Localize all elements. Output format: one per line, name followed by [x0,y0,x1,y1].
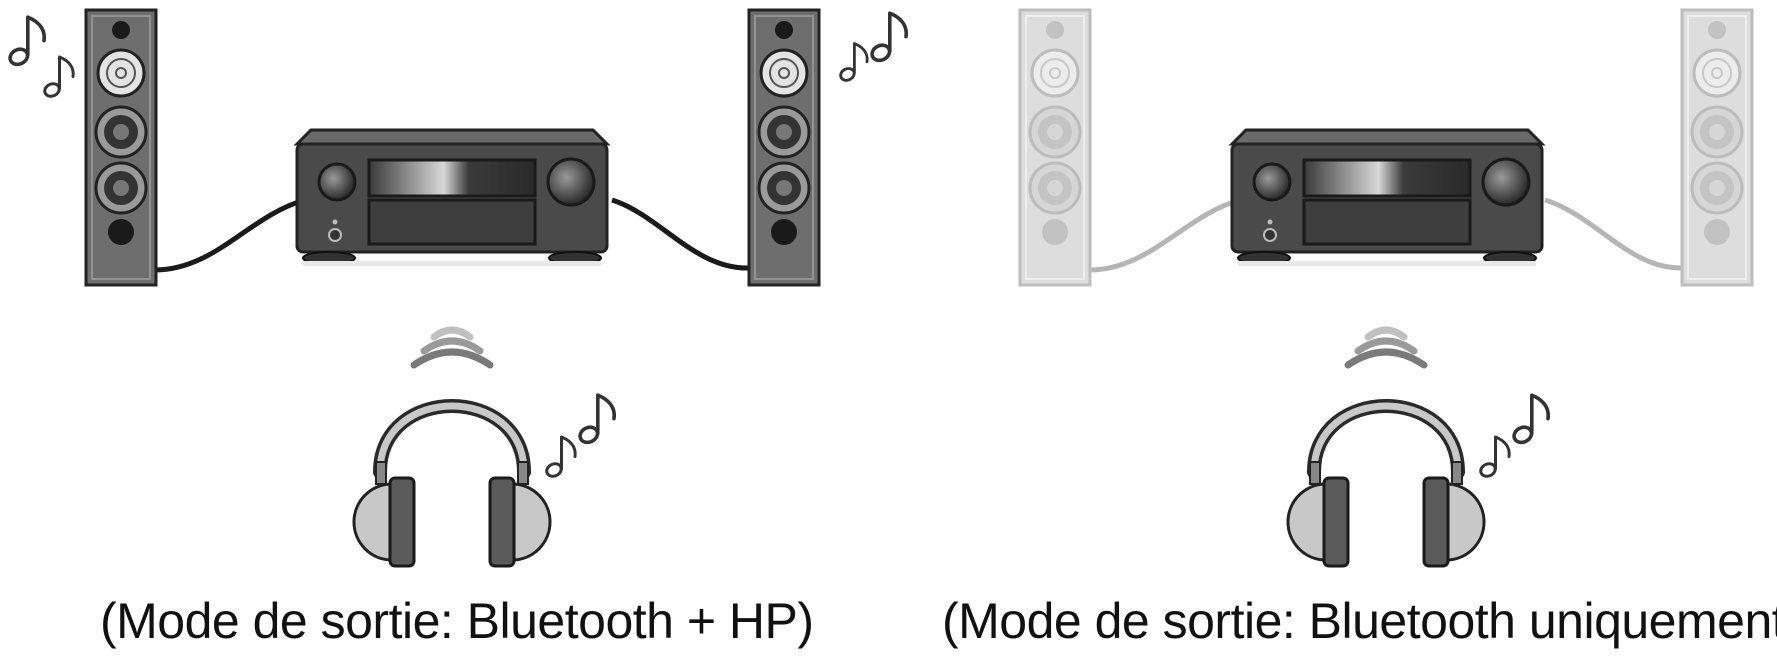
caption-bluetooth-plus-speakers: (Mode de sortie: Bluetooth + HP) [100,593,814,649]
bluetooth-wave-icon [414,330,490,365]
av-receiver-icon [295,128,609,268]
panel-bluetooth-plus-speakers [5,8,909,566]
speaker-cable-left [1088,197,1241,273]
av-receiver-icon [1230,128,1544,268]
speaker-cable-right [1544,197,1684,271]
music-note-icon [1477,435,1511,481]
speaker-icon [747,8,821,287]
headphones-icon [354,406,550,566]
music-note-icon [41,55,75,101]
music-note-icon [543,435,577,481]
music-note-icon [5,15,47,69]
music-note-icon [1509,393,1551,447]
speaker-icon [1680,8,1754,287]
music-note-icon [575,393,617,447]
bluetooth-wave-icon [1348,330,1424,365]
speaker-cable-left [154,197,306,273]
speaker-icon [84,8,158,287]
caption-bluetooth-only: (Mode de sortie: Bluetooth uniquement) [942,593,1777,649]
music-note-icon [867,11,909,65]
music-note-icon [837,42,869,84]
speaker-cable-right [611,197,751,271]
speaker-icon [1018,8,1092,287]
panel-bluetooth-only [1018,8,1754,566]
headphones-icon [1288,406,1484,566]
